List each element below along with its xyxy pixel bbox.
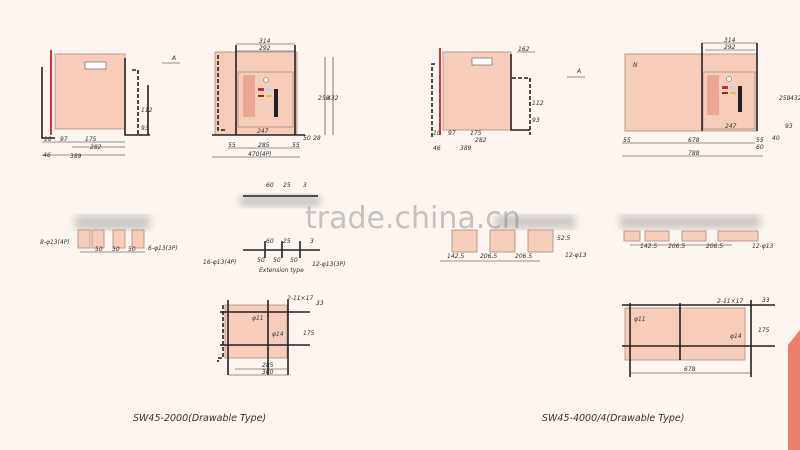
dim-label: 162	[518, 46, 530, 53]
dim-label: 60	[266, 238, 274, 245]
right-side-view: 162 10 97 175 282 46 389 112 93 A	[431, 46, 585, 152]
dim-label: 55	[756, 137, 764, 144]
dim-label: 112	[141, 107, 153, 114]
dim-label: 206.5	[515, 253, 532, 260]
dim-label: 93	[141, 125, 149, 132]
dim-label: 10	[44, 136, 52, 143]
hole-note: 16-φ13(4P)	[203, 259, 237, 266]
dim-label: 258	[779, 95, 791, 102]
hole-note: φ11	[252, 315, 264, 322]
dim-label: 50	[128, 246, 136, 253]
dim-label: 40	[772, 135, 780, 142]
dim-label: 282	[90, 144, 102, 151]
hole-note: φ14	[272, 331, 284, 338]
hole-note: 2-11×17	[717, 298, 743, 305]
dim-label: 28	[313, 135, 321, 142]
left-extension-top: 60 25 3	[240, 182, 320, 207]
hole-note: 6-φ13(3P)	[148, 245, 178, 252]
right-mounting-plan: 2-11×17 33 φ11 φ14 175 678	[622, 297, 775, 377]
dim-label: 50	[273, 257, 281, 264]
view-arrow-label: A	[171, 55, 176, 62]
dim-label: 285	[258, 142, 270, 149]
left-extension-type: 60 25 50 50 50 3 16-φ13(4P) 12-φ13(3P) E…	[203, 238, 346, 274]
dim-label: 206.5	[706, 243, 723, 250]
dim-label: 33	[316, 300, 324, 307]
view-arrow-label: A	[576, 68, 581, 75]
dim-label: 3	[303, 182, 307, 189]
hole-note: 12-φ13	[565, 252, 587, 259]
dim-label: 314	[259, 38, 271, 45]
dim-label: 432	[327, 95, 339, 102]
dim-label: 788	[688, 150, 700, 157]
dim-label: 175	[303, 330, 315, 337]
hole-note: 12-φ13(3P)	[312, 261, 346, 268]
left-terminals: 50 50 50 8-φ13(4P) 6-φ13(3P)	[40, 215, 178, 253]
dim-label: 50	[95, 246, 103, 253]
caption-sw45-2000: SW45-2000(Drawable Type)	[133, 413, 266, 424]
dim-label: 97	[60, 136, 68, 143]
dim-label: 142.5	[447, 253, 464, 260]
dim-label: 389	[460, 145, 472, 152]
dim-label: 33	[762, 297, 770, 304]
right-terminals-b: 142.5 206.5 206.5 12-φ13	[620, 215, 774, 250]
dim-label: 46	[43, 152, 51, 159]
dim-label: 93	[532, 117, 540, 124]
dim-label: 3	[310, 238, 314, 245]
hole-note: 2-11×17	[287, 295, 313, 302]
dim-label: 50	[290, 257, 298, 264]
dim-label: 60	[756, 144, 764, 151]
dim-label: 292	[724, 44, 736, 51]
dim-label: 389	[70, 153, 82, 160]
dim-label: 360	[262, 369, 274, 376]
dim-label: 93	[785, 123, 793, 130]
dim-label: 206.5	[668, 243, 685, 250]
dim-label: 247	[725, 123, 737, 130]
dim-label: 112	[532, 100, 544, 107]
dim-label: 50	[303, 135, 311, 142]
dim-label: 50	[112, 246, 120, 253]
dim-label: 678	[688, 137, 700, 144]
dim-label: 432	[790, 95, 800, 102]
extension-type-label: Extension type	[259, 267, 304, 274]
hole-note: 8-φ13(4P)	[40, 239, 70, 246]
dim-label: 97	[448, 130, 456, 137]
dim-label: 175	[470, 130, 482, 137]
dim-label: 314	[724, 37, 736, 44]
hole-note: φ14	[730, 333, 742, 340]
right-terminals-a: 142.5 206.5 206.5 52.5 12-φ13	[440, 215, 587, 262]
dim-label: 50	[257, 257, 265, 264]
dim-label: 55	[228, 142, 236, 149]
dim-label: 292	[259, 45, 271, 52]
left-front-view: 314 292 258 432 247 55 285 55 470(4P) 50…	[212, 38, 339, 158]
dim-label: 470(4P)	[248, 151, 272, 158]
dim-label: 175	[85, 136, 97, 143]
left-side-view: 10 97 175 282 46 389 112 93 A	[41, 50, 180, 160]
dim-label: 55	[623, 137, 631, 144]
dim-label: 25	[283, 238, 291, 245]
watermark: trade.china.cn	[305, 201, 521, 236]
left-mounting-plan: 2-11×17 33 φ11 φ14 175 285 360	[217, 295, 324, 376]
caption-sw45-4000: SW45-4000/4(Drawable Type)	[542, 413, 684, 424]
dim-label: 678	[684, 366, 696, 373]
dim-label: 25	[283, 182, 291, 189]
dim-label: 46	[433, 145, 441, 152]
dim-label: 247	[257, 128, 269, 135]
neutral-label: N	[633, 62, 638, 69]
hole-note: 12-φ13	[752, 243, 774, 250]
dim-label: 52.5	[557, 235, 571, 242]
dim-label: 142.5	[640, 243, 657, 250]
dim-label: 258	[318, 95, 330, 102]
dim-label: 60	[266, 182, 274, 189]
dim-label: 285	[262, 362, 274, 369]
dim-label: 206.5	[480, 253, 497, 260]
dim-label: 282	[475, 137, 487, 144]
right-front-view: N 314 292 258 432 247 55 678 55 788 60 9…	[622, 37, 800, 157]
dim-label: 10	[433, 130, 441, 137]
accent-tab	[788, 330, 800, 450]
dim-label: 55	[292, 142, 300, 149]
dim-label: 175	[758, 327, 770, 334]
hole-note: φ11	[634, 316, 646, 323]
